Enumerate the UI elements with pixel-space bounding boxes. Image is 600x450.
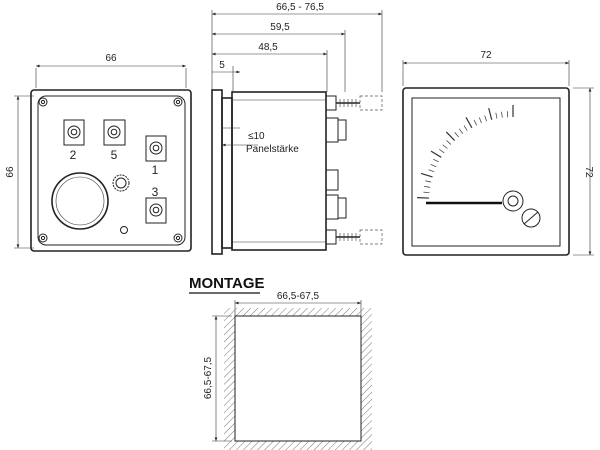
scale-tick — [478, 117, 482, 124]
front-bezel — [402, 87, 570, 256]
scale-tick — [458, 128, 464, 134]
corner-screws — [38, 97, 183, 243]
montage-height-label: 66,5-67,5 — [203, 356, 214, 399]
side-dim-48: 48,5 — [258, 42, 278, 53]
scale-tick — [430, 164, 437, 168]
montage-width-label: 66,5-67,5 — [277, 291, 320, 302]
front-view: 72 72 — [402, 50, 594, 256]
terminal-1 — [145, 135, 167, 162]
scale-tick — [430, 150, 442, 158]
scale-tick — [465, 117, 473, 129]
back-height-label: 66 — [5, 166, 16, 178]
scale-tick — [425, 180, 432, 183]
zero-adjust-screw-icon[interactable] — [521, 208, 541, 228]
terminal-3 — [145, 197, 167, 224]
pointer-pivot — [502, 190, 524, 212]
scale-tick — [424, 186, 431, 188]
side-dim-overall: 66,5 - 76,5 — [276, 2, 324, 13]
front-width-label: 72 — [480, 50, 492, 61]
scale-tick — [446, 140, 452, 145]
mounting-stud-top — [325, 95, 383, 111]
terminal-2 — [63, 119, 85, 146]
scale-tick — [454, 132, 459, 138]
scale-tick — [439, 149, 445, 154]
back-view: 66 66 2 5 — [5, 53, 192, 252]
scale-tick — [420, 172, 433, 178]
side-body — [231, 91, 327, 251]
panel-cutout — [234, 315, 362, 442]
scale-tick — [445, 131, 456, 141]
montage-title: MONTAGE — [189, 275, 265, 292]
terminal-label-1: 1 — [152, 163, 159, 177]
scale-tick — [463, 125, 468, 131]
scale-tick — [423, 191, 430, 194]
back-panel — [37, 95, 186, 246]
adjustment-knob-icon — [112, 174, 130, 192]
terminal-5 — [103, 119, 126, 146]
meter-scale — [417, 105, 514, 199]
montage-section: MONTAGE 66,5-67,5 66,5-67,5 — [189, 275, 372, 450]
mounting-stud-bottom — [325, 229, 383, 245]
back-housing — [30, 89, 192, 252]
front-height-label: 72 — [583, 166, 594, 178]
panel-thickness-max: ≤10 — [248, 131, 265, 142]
scale-tick — [473, 119, 477, 126]
side-bezel — [211, 89, 223, 255]
back-width-label: 66 — [105, 53, 117, 64]
terminal-label-3: 3 — [152, 185, 159, 199]
panel-thickness-label: Panelstärke — [246, 144, 299, 155]
scale-tick — [495, 112, 498, 119]
side-dim-59: 59,5 — [270, 22, 290, 33]
scale-tick — [501, 111, 503, 118]
scale-tick — [484, 115, 487, 122]
terminal-label-2: 2 — [70, 148, 77, 162]
scale-tick — [442, 144, 448, 149]
front-dial — [411, 97, 561, 247]
side-view: 66,5 - 76,5 59,5 48,5 5 — [211, 2, 383, 255]
side-dim-5: 5 — [219, 60, 225, 71]
scale-tick — [433, 158, 439, 163]
back-round-housing — [51, 172, 109, 230]
back-small-hole — [120, 226, 128, 234]
scale-tick — [428, 169, 435, 173]
terminal-label-5: 5 — [111, 148, 118, 162]
scale-tick — [488, 107, 493, 120]
